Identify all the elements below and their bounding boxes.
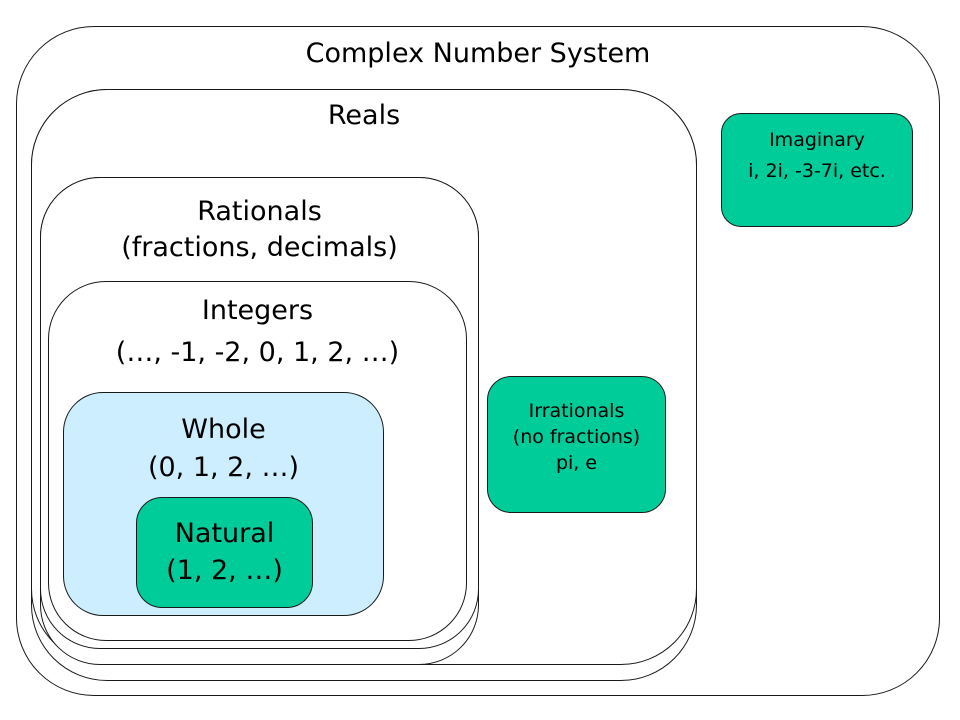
integers-label: Integers (…, -1, -2, 0, 1, 2, …) bbox=[48, 290, 467, 374]
natural-title: Natural bbox=[174, 518, 275, 549]
imaginary-label: Imaginary i, 2i, -3-7i, etc. bbox=[721, 125, 913, 187]
irrationals-description: (no fractions) bbox=[512, 426, 641, 448]
integers-description: (…, -1, -2, 0, 1, 2, …) bbox=[115, 337, 400, 368]
integers-title: Integers bbox=[201, 295, 314, 326]
whole-title: Whole bbox=[181, 414, 266, 445]
natural-description: (1, 2, …) bbox=[166, 555, 283, 586]
rationals-description: (fractions, decimals) bbox=[121, 232, 398, 263]
whole-numbers-label: Whole (0, 1, 2, …) bbox=[63, 411, 384, 487]
irrationals-title: Irrationals bbox=[528, 400, 625, 422]
rationals-title: Rationals bbox=[197, 196, 322, 227]
complex-number-system-label: Complex Number System bbox=[16, 37, 940, 72]
natural-numbers-label: Natural (1, 2, …) bbox=[136, 515, 313, 589]
irrationals-box bbox=[487, 376, 666, 513]
rationals-label: Rationals (fractions, decimals) bbox=[40, 194, 479, 266]
imaginary-title: Imaginary bbox=[769, 129, 865, 151]
whole-description: (0, 1, 2, …) bbox=[147, 452, 300, 483]
natural-numbers-box bbox=[136, 497, 313, 608]
reals-title: Reals bbox=[327, 100, 401, 131]
complex-title: Complex Number System bbox=[305, 38, 651, 69]
irrationals-examples: pi, e bbox=[555, 452, 598, 474]
irrationals-label: Irrationals (no fractions) pi, e bbox=[487, 398, 666, 476]
imaginary-box bbox=[721, 113, 913, 227]
reals-label: Reals bbox=[31, 99, 697, 134]
imaginary-examples: i, 2i, -3-7i, etc. bbox=[748, 160, 886, 182]
